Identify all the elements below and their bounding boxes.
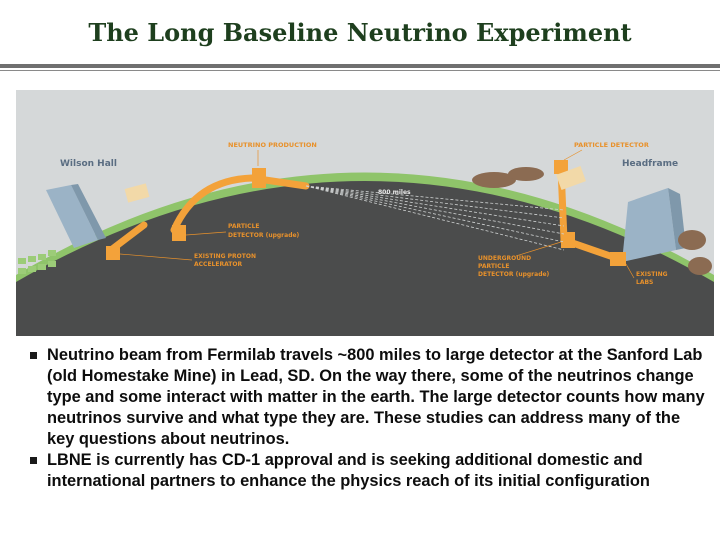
title-divider <box>0 64 720 68</box>
rocks-right <box>472 167 712 275</box>
bullet-list: Neutrino beam from Fermilab travels ~800… <box>30 345 710 492</box>
bullet-text-2: LBNE is currently has CD-1 approval and … <box>47 451 650 490</box>
bullet-item-2: LBNE is currently has CD-1 approval and … <box>30 450 710 492</box>
sanford-sign <box>556 166 586 190</box>
fermilab-facility <box>107 174 310 254</box>
label-existing-proton-2: ACCELERATOR <box>194 261 242 268</box>
wilson-hall-building <box>46 184 106 248</box>
green-structures-left <box>18 250 56 274</box>
label-underground-3: DETECTOR (upgrade) <box>478 271 550 278</box>
slide-title: The Long Baseline Neutrino Experiment <box>88 18 632 47</box>
label-neutrino-production: NEUTRINO PRODUCTION <box>228 141 317 149</box>
square-bullet-icon <box>30 352 37 359</box>
proton-accelerator <box>106 246 120 260</box>
label-underground-1: UNDERGROUND <box>478 255 531 262</box>
label-existing-proton-1: EXISTING PROTON <box>194 253 256 260</box>
label-particle-detector-upgrade-1: PARTICLE <box>228 223 260 230</box>
far-detector-underground <box>561 232 575 248</box>
label-wilson-hall: Wilson Hall <box>60 159 117 169</box>
label-existing-labs-1: EXISTING <box>636 271 668 278</box>
bullet-item-1: Neutrino beam from Fermilab travels ~800… <box>30 345 710 450</box>
fermilab-sign <box>124 183 150 203</box>
existing-labs-box <box>610 252 626 266</box>
title-divider-thin <box>0 70 720 71</box>
near-detector <box>172 225 186 241</box>
far-detector-top <box>554 160 568 174</box>
label-existing-labs-2: LABS <box>636 279 653 286</box>
bullet-text-1: Neutrino beam from Fermilab travels ~800… <box>47 346 705 448</box>
label-particle-detector-upgrade-2: DETECTOR (upgrade) <box>228 232 300 239</box>
neutrino-production-target <box>252 168 266 188</box>
label-particle-detector-top: PARTICLE DETECTOR <box>574 141 649 149</box>
earth-cross-section <box>16 181 714 336</box>
square-bullet-icon <box>30 457 37 464</box>
neutrino-experiment-diagram: Wilson Hall NEUTRINO PRODUCTION PARTICLE… <box>16 90 714 336</box>
neutrino-beam <box>305 185 565 251</box>
label-distance: 800 miles <box>378 189 411 196</box>
label-underground-2: PARTICLE <box>478 263 510 270</box>
leader-lines <box>119 149 635 279</box>
label-headframe: Headframe <box>622 159 678 169</box>
